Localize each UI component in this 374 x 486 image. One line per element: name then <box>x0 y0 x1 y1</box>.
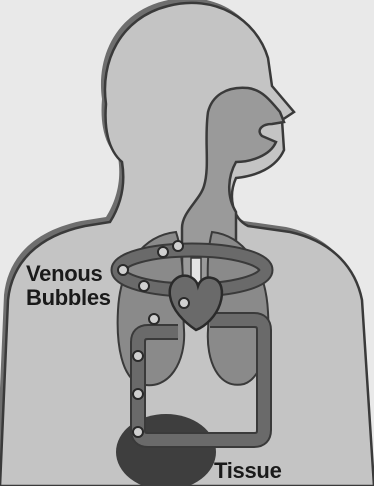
bubble <box>158 247 168 257</box>
bubble <box>139 281 149 291</box>
bubble <box>133 427 143 437</box>
bubble <box>133 389 143 399</box>
bubble <box>173 241 183 251</box>
bubble <box>133 351 143 361</box>
bubble <box>149 314 159 324</box>
tissue-label: Tissue <box>214 459 282 483</box>
bubble <box>179 298 189 308</box>
venous-bubbles-label: Venous Bubbles <box>26 262 111 310</box>
venous-label-line2: Bubbles <box>26 286 111 310</box>
bubble <box>118 265 128 275</box>
venous-label-line1: Venous <box>26 262 111 286</box>
